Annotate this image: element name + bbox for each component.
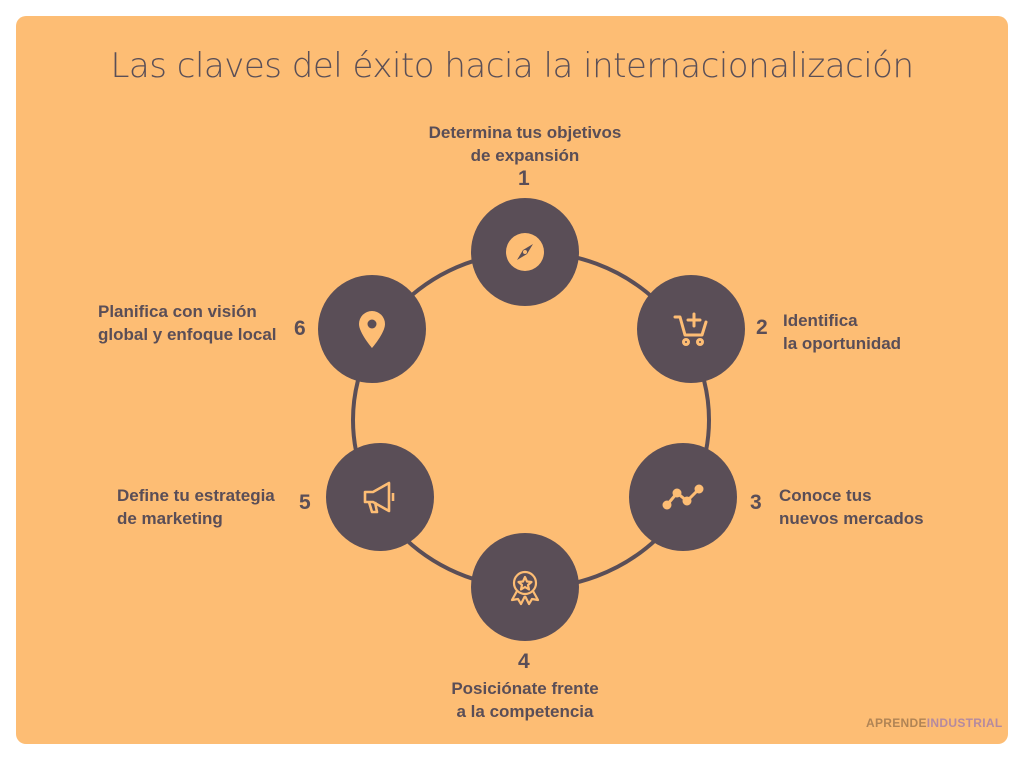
megaphone-icon: [363, 481, 395, 514]
step-6-node: [318, 275, 426, 383]
step-5-node: [326, 443, 434, 551]
step-6-line1: Planifica con visión: [98, 302, 257, 321]
step-4-line1: Posiciónate frente: [451, 679, 599, 698]
map-pin-icon: [359, 311, 385, 348]
page-title: Las claves del éxito hacia la internacio…: [110, 46, 914, 86]
step-6-label: Planifica con visión global y enfoque lo…: [98, 300, 277, 346]
compass-icon: [506, 233, 544, 271]
step-1-line1: Determina tus objetivos: [428, 123, 622, 142]
step-2-line1: Identifica: [783, 311, 858, 330]
step-5-label: Define tu estrategia de marketing: [117, 484, 275, 530]
step-3-node: [629, 443, 737, 551]
brand-logo: APRENDEINDUSTRIAL: [866, 716, 1002, 730]
trend-line-icon: [662, 484, 704, 510]
step-1-label: Determina tus objetivos de expansión: [400, 121, 650, 167]
step-6-number: 6: [294, 317, 306, 340]
step-2-label: Identifica la oportunidad: [783, 309, 901, 355]
logo-part1: APRENDE: [866, 716, 927, 730]
step-3-number: 3: [750, 491, 762, 514]
step-5-line2: de marketing: [117, 509, 223, 528]
step-3-label: Conoce tus nuevos mercados: [779, 484, 924, 530]
step-2-node: [637, 275, 745, 383]
step-4-line2: a la competencia: [456, 702, 594, 721]
step-2-number: 2: [756, 316, 768, 339]
step-1-line2: de expansión: [470, 146, 580, 165]
step-4-node: [471, 533, 579, 641]
cart-plus-icon: [673, 312, 708, 346]
step-2-line2: la oportunidad: [783, 334, 902, 353]
logo-part2: INDUSTRIAL: [926, 716, 1003, 730]
step-4-label: Posiciónate frente a la competencia: [400, 677, 650, 723]
step-1-number: 1: [518, 167, 530, 190]
step-3-line2: nuevos mercados: [779, 509, 924, 528]
step-4-number: 4: [518, 650, 530, 673]
step-6-line2: global y enfoque local: [98, 325, 277, 344]
step-5-line1: Define tu estrategia: [117, 486, 275, 505]
step-1-node: [471, 198, 579, 306]
award-badge-icon: [510, 570, 540, 606]
step-5-number: 5: [299, 491, 311, 514]
step-3-line1: Conoce tus: [779, 486, 872, 505]
